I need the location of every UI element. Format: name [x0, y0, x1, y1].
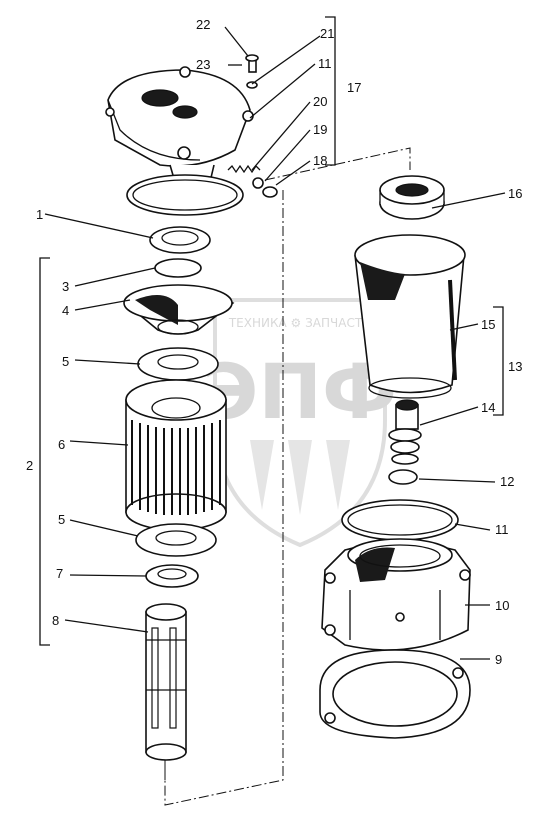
- brackets: [39, 16, 504, 646]
- cover-housing: [105, 66, 254, 183]
- callout-3: 3: [62, 279, 69, 294]
- callout-23: 23: [196, 57, 210, 72]
- spring-20: [227, 164, 261, 174]
- housing-10: [321, 538, 471, 651]
- callout-1: 1: [36, 207, 43, 222]
- callout-5-lower: 5: [58, 512, 65, 527]
- callout-20: 20: [313, 94, 327, 109]
- clip-3: [154, 258, 202, 278]
- filter-element-6: [125, 379, 227, 531]
- leader-lines: [44, 26, 506, 660]
- callouts: 1 2 3 4 5 6 5 7 8 9 10 11 12 13 14 15 16…: [26, 17, 522, 667]
- callout-9: 9: [495, 652, 502, 667]
- plug-18: [262, 186, 278, 198]
- callout-7: 7: [56, 566, 63, 581]
- ring-1: [149, 226, 211, 254]
- cone-4: [123, 284, 235, 335]
- watermark-top-text: ТЕХНИКА ⚙ ЗАПЧАСТИ: [228, 316, 371, 330]
- washer-12: [388, 469, 418, 485]
- callout-12: 12: [500, 474, 514, 489]
- callout-11-lower: 11: [495, 522, 509, 537]
- washer-23: [246, 81, 258, 89]
- ball-19: [252, 177, 264, 189]
- ring-7: [145, 564, 199, 588]
- valve-14: [388, 399, 422, 465]
- screw-22: [245, 54, 259, 73]
- callout-2: 2: [26, 458, 33, 473]
- callout-16: 16: [508, 186, 522, 201]
- callout-21: 21: [320, 26, 334, 41]
- gasket-5-lower: [135, 523, 217, 557]
- tube-8: [145, 603, 187, 761]
- seal-ring-11: [341, 499, 459, 541]
- callout-6: 6: [58, 437, 65, 452]
- cover-seal-ring: [126, 174, 244, 216]
- callout-4: 4: [62, 303, 69, 318]
- callout-10: 10: [495, 598, 509, 613]
- flange-gasket-9: [319, 649, 471, 739]
- callout-18: 18: [313, 153, 327, 168]
- watermark-logo-text: ЭПФ: [203, 347, 398, 436]
- callout-14: 14: [481, 400, 495, 415]
- callout-8: 8: [52, 613, 59, 628]
- callout-19: 19: [313, 122, 327, 137]
- callout-17: 17: [347, 80, 361, 95]
- ring-16: [379, 175, 445, 220]
- callout-15: 15: [481, 317, 495, 332]
- cup-15: [354, 234, 466, 399]
- callout-13: 13: [508, 359, 522, 374]
- callout-5-upper: 5: [62, 354, 69, 369]
- callout-11-upper: 11: [318, 56, 332, 71]
- center-axis: [164, 147, 411, 806]
- gasket-5-upper: [137, 347, 219, 381]
- watermark: ТЕХНИКА ⚙ ЗАПЧАСТИ ЭПФ: [203, 298, 398, 548]
- callout-22: 22: [196, 17, 210, 32]
